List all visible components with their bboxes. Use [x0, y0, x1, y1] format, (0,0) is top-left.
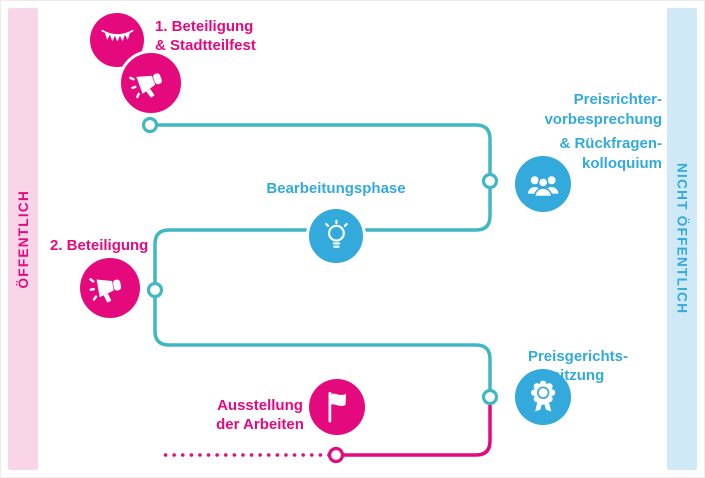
node-step2 [146, 281, 164, 299]
bearbeitungsphase-label: Bearbeitungsphase [246, 179, 426, 198]
preisgericht-label-line1: Preisgerichts- [527, 348, 629, 365]
node-step1 [141, 116, 159, 134]
megaphone-icon [129, 73, 163, 99]
megaphone-icon [89, 278, 122, 304]
preisgericht-bubble [515, 369, 571, 425]
ausstellung-label: Ausstellung der Arbeiten [200, 396, 320, 434]
bearbeitungsphase-label-line1: Bearbeitungsphase [266, 180, 406, 197]
preisrichter-label-line3: & Rückfragen- [559, 135, 662, 152]
band-nicht-oeffentlich-label: NICHT ÖFFENTLICH [674, 163, 690, 315]
bearbeitungsphase-bubble [306, 206, 366, 266]
step1-label-line2: & Stadtteilfest [155, 37, 256, 54]
ausstellung-label-line1: Ausstellung [217, 397, 303, 414]
step1-megaphone-bubble [118, 50, 184, 116]
connector-step1-to-jury [154, 123, 492, 176]
lightbulb-icon [324, 219, 348, 248]
preisrichter-label-line2: vorbesprechung [544, 111, 662, 128]
step4-megaphone-bubble [80, 258, 140, 318]
node-award [481, 388, 499, 406]
ausstellung-label-line2: der Arbeiten [216, 416, 304, 433]
band-nicht-oeffentlich: NICHT ÖFFENTLICH [667, 8, 697, 470]
node-flag [327, 446, 345, 464]
preisrichter-label: Preisrichter- vorbesprechung & Rückfrage… [460, 90, 662, 174]
pennant-garland-icon [101, 29, 133, 42]
award-rosette-icon [530, 380, 556, 412]
preisgericht-label: Preisgerichts- sitzung [500, 347, 656, 385]
jury-icon [527, 176, 559, 198]
step1-label: 1. Beteiligung & Stadtteilfest [155, 17, 256, 55]
band-oeffentlich: ÖFFENTLICH [8, 8, 38, 470]
preisrichter-label-line1: Preisrichter- [573, 91, 662, 108]
ausstellung-bubble [309, 379, 365, 435]
step4-label-line1: 2. Beteiligung [50, 237, 149, 254]
node-jury [481, 172, 499, 190]
flag-icon [328, 391, 346, 423]
step4-label: 2. Beteiligung [50, 236, 148, 255]
preisrichter-label-line4: kolloquium [582, 155, 662, 172]
connector-step2-to-award [153, 295, 492, 392]
connector-award-to-flag [341, 402, 492, 457]
step1-label-line1: 1. Beteiligung [155, 18, 254, 35]
jury-bubble [515, 156, 571, 212]
preisgericht-label-line2: sitzung [551, 367, 605, 384]
